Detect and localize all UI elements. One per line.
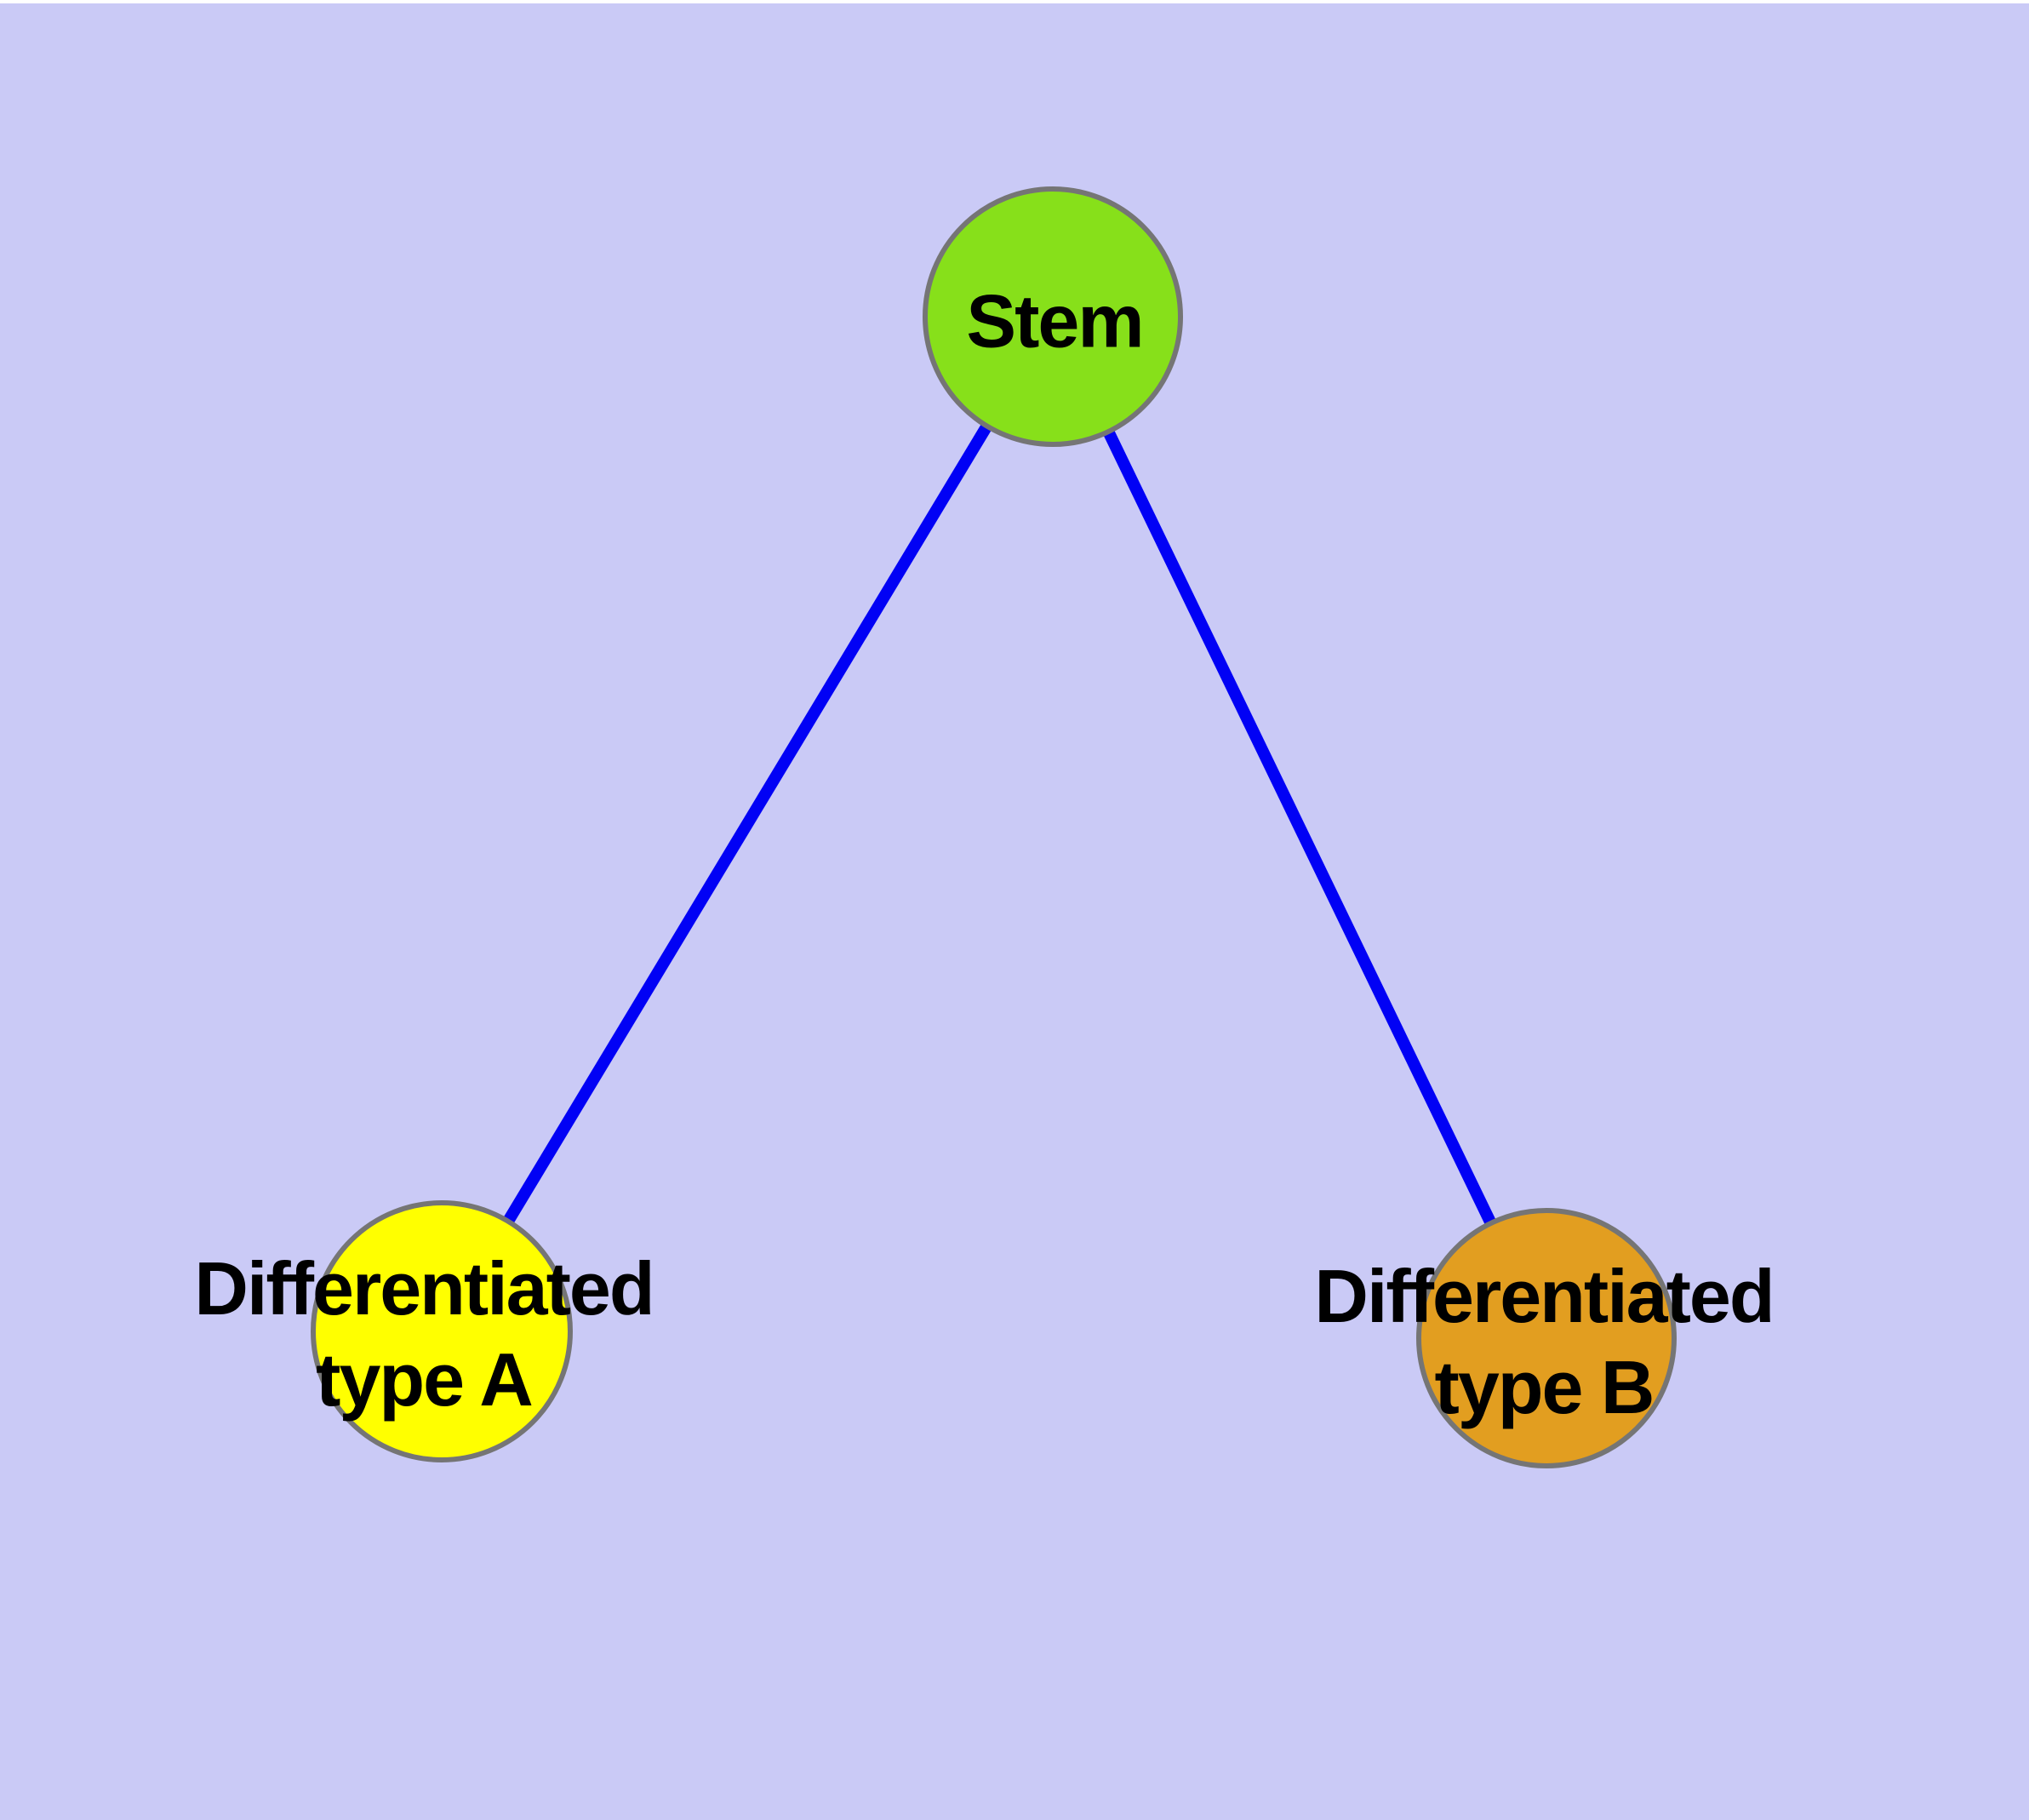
- node-label-type-b: Differentiated type B: [1314, 1251, 1775, 1433]
- node-differentiated-type-b: [1416, 1208, 1677, 1468]
- node-label-type-a-line2: type A: [316, 1337, 534, 1422]
- node-label-stem: Stem: [966, 278, 1144, 363]
- node-label-type-a-line1: Differentiated: [194, 1246, 654, 1331]
- node-label-type-b-line2: type B: [1434, 1345, 1655, 1429]
- node-label-type-a: Differentiated type A: [194, 1243, 654, 1425]
- node-stem: [923, 186, 1183, 447]
- node-differentiated-type-a: [311, 1200, 573, 1462]
- edge-stem-to-type-a: [437, 313, 1058, 1335]
- edge-stem-to-type-b: [1047, 313, 1552, 1342]
- node-label-type-b-line1: Differentiated: [1314, 1254, 1775, 1338]
